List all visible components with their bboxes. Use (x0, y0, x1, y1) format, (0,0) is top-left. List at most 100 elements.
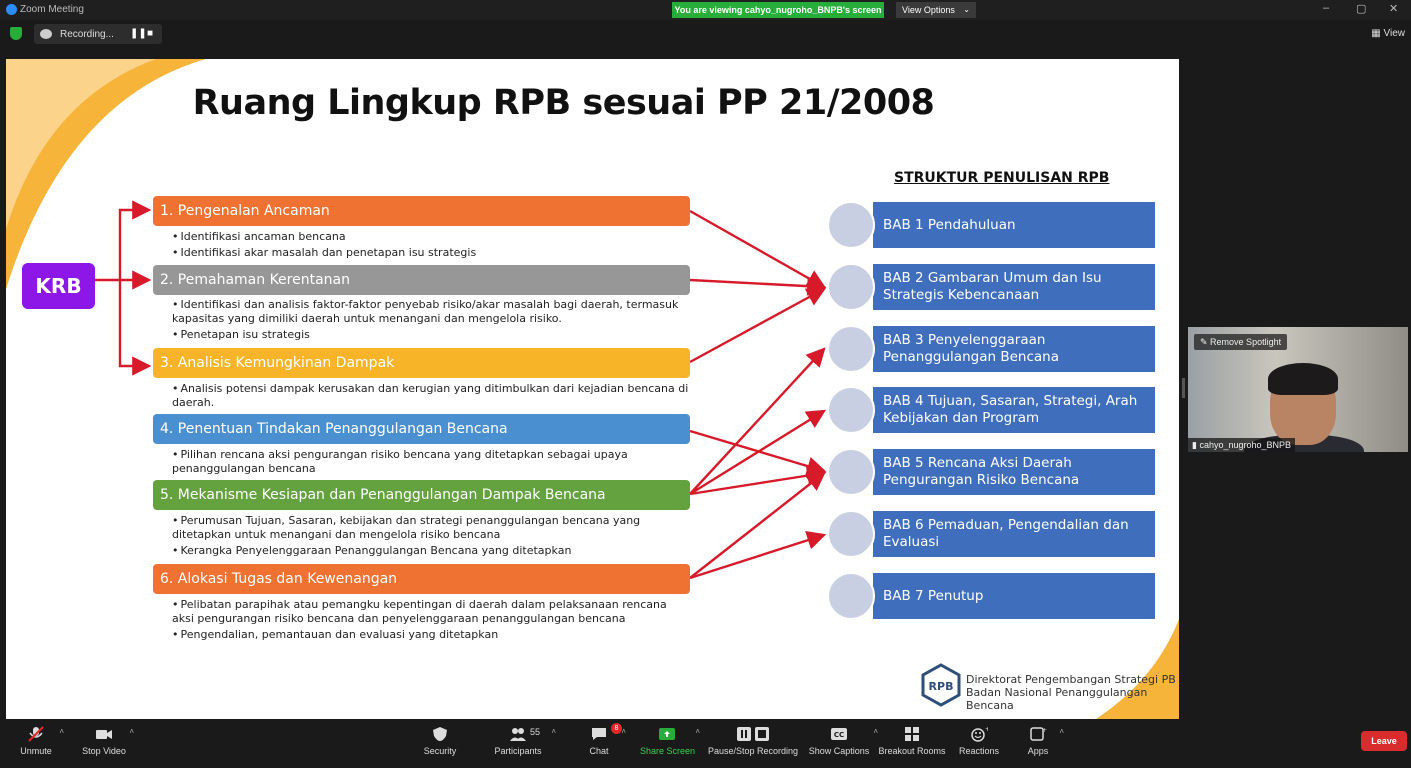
remove-spotlight-button[interactable]: ✎ Remove Spotlight (1194, 334, 1288, 350)
security-shield-icon (433, 727, 447, 741)
participants-caret[interactable]: ˄ (551, 727, 556, 736)
bab-5-box: BAB 5 Rencana Aksi Daerah Pengurangan Ri… (873, 449, 1155, 495)
footer-line-1: Direktorat Pengembangan Strategi PB (966, 673, 1176, 686)
rpb-logo-icon: RPB (921, 663, 961, 707)
share-options-caret[interactable]: ˄ (695, 727, 700, 736)
bab-3-box: BAB 3 Penyelenggaraan Penanggulangan Ben… (873, 326, 1155, 372)
window-title: Zoom Meeting (20, 4, 84, 15)
cloud-recording-icon (40, 29, 52, 39)
participants-label: Participants (494, 746, 542, 756)
shared-screen-slide: Ruang Lingkup RPB sesuai PP 21/2008 KRB … (6, 59, 1179, 719)
captions-caret[interactable]: ˄ (873, 727, 878, 736)
bab-1-circle (827, 201, 875, 249)
show-captions-button[interactable]: CC ˄ Show Captions (808, 719, 878, 768)
unmute-button[interactable]: ˄ Unmute (14, 719, 64, 768)
captions-cc-icon: CC (831, 728, 847, 740)
panel-resize-handle[interactable] (1182, 378, 1185, 398)
step-6-bullets: Pelibatan parapihak atau pemangku kepent… (172, 598, 692, 644)
security-button[interactable]: Security (420, 719, 460, 768)
step-3-bullets: Analisis potensi dampak kerusakan dan ke… (172, 382, 692, 412)
view-button[interactable]: ▦ View (1371, 28, 1405, 39)
slide-decoration (6, 59, 1179, 719)
video-options-caret[interactable]: ˄ (129, 727, 134, 736)
close-button[interactable]: ✕ (1389, 3, 1399, 15)
pause-stop-recording-label: Pause/Stop Recording (708, 746, 799, 756)
bab-7-box: BAB 7 Penutup (873, 573, 1155, 619)
stop-video-button[interactable]: ˄ Stop Video (80, 719, 134, 768)
apps-button[interactable]: + ˄ Apps (1024, 719, 1064, 768)
bab-4-box: BAB 4 Tujuan, Sasaran, Strategi, Arah Ke… (873, 387, 1155, 433)
breakout-rooms-icon (905, 727, 919, 741)
recording-label: Recording... (60, 29, 114, 40)
structure-title: STRUKTUR PENULISAN RPB (894, 170, 1110, 186)
apps-icon: + (1030, 727, 1047, 741)
pause-stop-recording-button[interactable]: Pause/Stop Recording (708, 719, 798, 768)
meeting-toolbar: ˄ Unmute ˄ Stop Video Security 55 ˄ Part… (0, 719, 1411, 768)
step-5-box: 5. Mekanisme Kesiapan dan Penanggulangan… (153, 480, 690, 510)
rpb-logo-text: RPB (929, 680, 954, 693)
chat-unread-badge: 8 (611, 723, 622, 734)
remove-spotlight-label: Remove Spotlight (1210, 337, 1282, 347)
stop-video-label: Stop Video (82, 746, 126, 756)
minimize-button[interactable]: – (1323, 2, 1330, 14)
bullet: Identifikasi dan analisis faktor-faktor … (172, 298, 692, 326)
bab-2-box: BAB 2 Gambaran Umum dan Isu Strategis Ke… (873, 264, 1155, 310)
breakout-rooms-button[interactable]: Breakout Rooms (878, 719, 946, 768)
share-screen-label: Share Screen (640, 746, 696, 756)
recording-controls-icon (737, 727, 769, 741)
chat-bubble-icon (592, 728, 606, 740)
bab-4-circle (827, 386, 875, 434)
share-screen-icon (659, 728, 675, 740)
step-4-box: 4. Penentuan Tindakan Penanggulangan Ben… (153, 414, 690, 444)
step-4-bullets: Pilihan rencana aksi pengurangan risiko … (172, 448, 692, 478)
encryption-shield-icon[interactable] (10, 27, 22, 40)
bullet: Pengendalian, pemantauan dan evaluasi ya… (172, 628, 692, 642)
bullet: Identifikasi ancaman bencana (172, 230, 692, 244)
chat-label: Chat (589, 746, 609, 756)
bab-5-circle (827, 448, 875, 496)
view-options-label: View Options (902, 5, 955, 15)
slide-title: Ruang Lingkup RPB sesuai PP 21/2008 (192, 83, 935, 123)
participant-video-tile[interactable]: ✎ Remove Spotlight ▮ cahyo_nugroho_BNPB (1188, 327, 1408, 452)
participants-button[interactable]: 55 ˄ Participants (492, 719, 556, 768)
bullet: Identifikasi akar masalah dan penetapan … (172, 246, 692, 260)
security-label: Security (423, 746, 457, 756)
apps-label: Apps (1027, 746, 1049, 756)
bab-6-circle (827, 510, 875, 558)
muted-mic-icon (28, 726, 44, 742)
leave-button[interactable]: Leave (1361, 731, 1407, 751)
connector-arrows (95, 200, 827, 580)
audio-options-caret[interactable]: ˄ (59, 727, 64, 736)
footer-line-2: Badan Nasional Penanggulangan Bencana (966, 686, 1148, 712)
reactions-smiley-icon: + (971, 726, 988, 742)
participants-count: 55 (530, 727, 541, 737)
svg-text:+: + (1042, 727, 1047, 734)
reactions-button[interactable]: + Reactions (958, 719, 1000, 768)
recording-indicator: Recording... ❚❚ ■ (34, 24, 162, 44)
chevron-down-icon: ⌄ (963, 5, 970, 14)
maximize-button[interactable]: ▢ (1356, 3, 1367, 15)
bab-7-circle (827, 572, 875, 620)
apps-caret[interactable]: ˄ (1059, 727, 1064, 736)
bullet: Penetapan isu strategis (172, 328, 692, 342)
pause-recording-button[interactable]: ❚❚ (130, 28, 147, 39)
bullet: Pelibatan parapihak atau pemangku kepent… (172, 598, 692, 626)
reactions-label: Reactions (958, 746, 1000, 756)
video-camera-icon (96, 730, 112, 739)
stop-recording-button[interactable]: ■ (147, 28, 154, 39)
chat-button[interactable]: 8 ˄ Chat (584, 719, 626, 768)
bab-3-circle (827, 325, 875, 373)
participant-hair (1268, 363, 1338, 395)
view-label: View (1383, 28, 1406, 39)
bullet: Perumusan Tujuan, Sasaran, kebijakan dan… (172, 514, 692, 542)
share-screen-button[interactable]: ˄ Share Screen (640, 719, 700, 768)
step-6-box: 6. Alokasi Tugas dan Kewenangan (153, 564, 690, 594)
chat-caret[interactable]: ˄ (621, 727, 626, 736)
show-captions-label: Show Captions (808, 746, 870, 756)
step-1-box: 1. Pengenalan Ancaman (153, 196, 690, 226)
participants-icon (510, 728, 526, 741)
view-options-button[interactable]: View Options ⌄ (896, 2, 976, 18)
svg-text:+: + (985, 726, 988, 733)
bullet: Pilihan rencana aksi pengurangan risiko … (172, 448, 692, 476)
bab-2-circle (827, 263, 875, 311)
